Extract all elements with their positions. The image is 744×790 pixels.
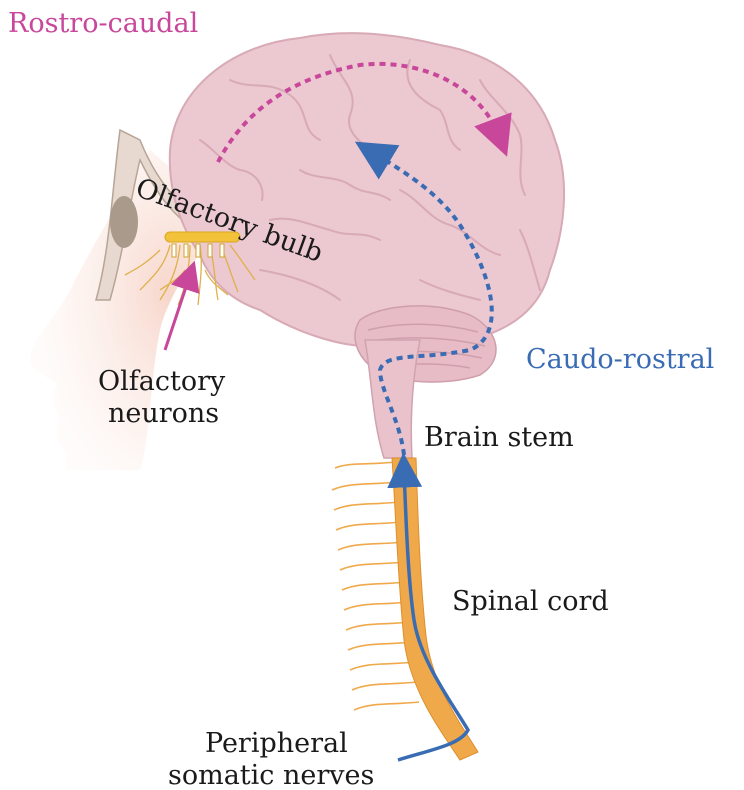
brain: [170, 33, 564, 346]
label-rostro-caudal: Rostro-caudal: [8, 8, 198, 39]
frontal-sinus: [110, 196, 138, 248]
label-spinal-cord: Spinal cord: [452, 586, 609, 617]
label-peripheral-line1: Peripheral: [205, 728, 348, 759]
label-peripheral-line2: somatic nerves: [168, 760, 374, 790]
label-brain-stem: Brain stem: [424, 422, 574, 453]
label-olfactory-neurons-line2: neurons: [108, 398, 219, 429]
label-olfactory-neurons-line1: Olfactory: [98, 366, 226, 397]
label-caudo-rostral: Caudo-rostral: [526, 344, 714, 375]
